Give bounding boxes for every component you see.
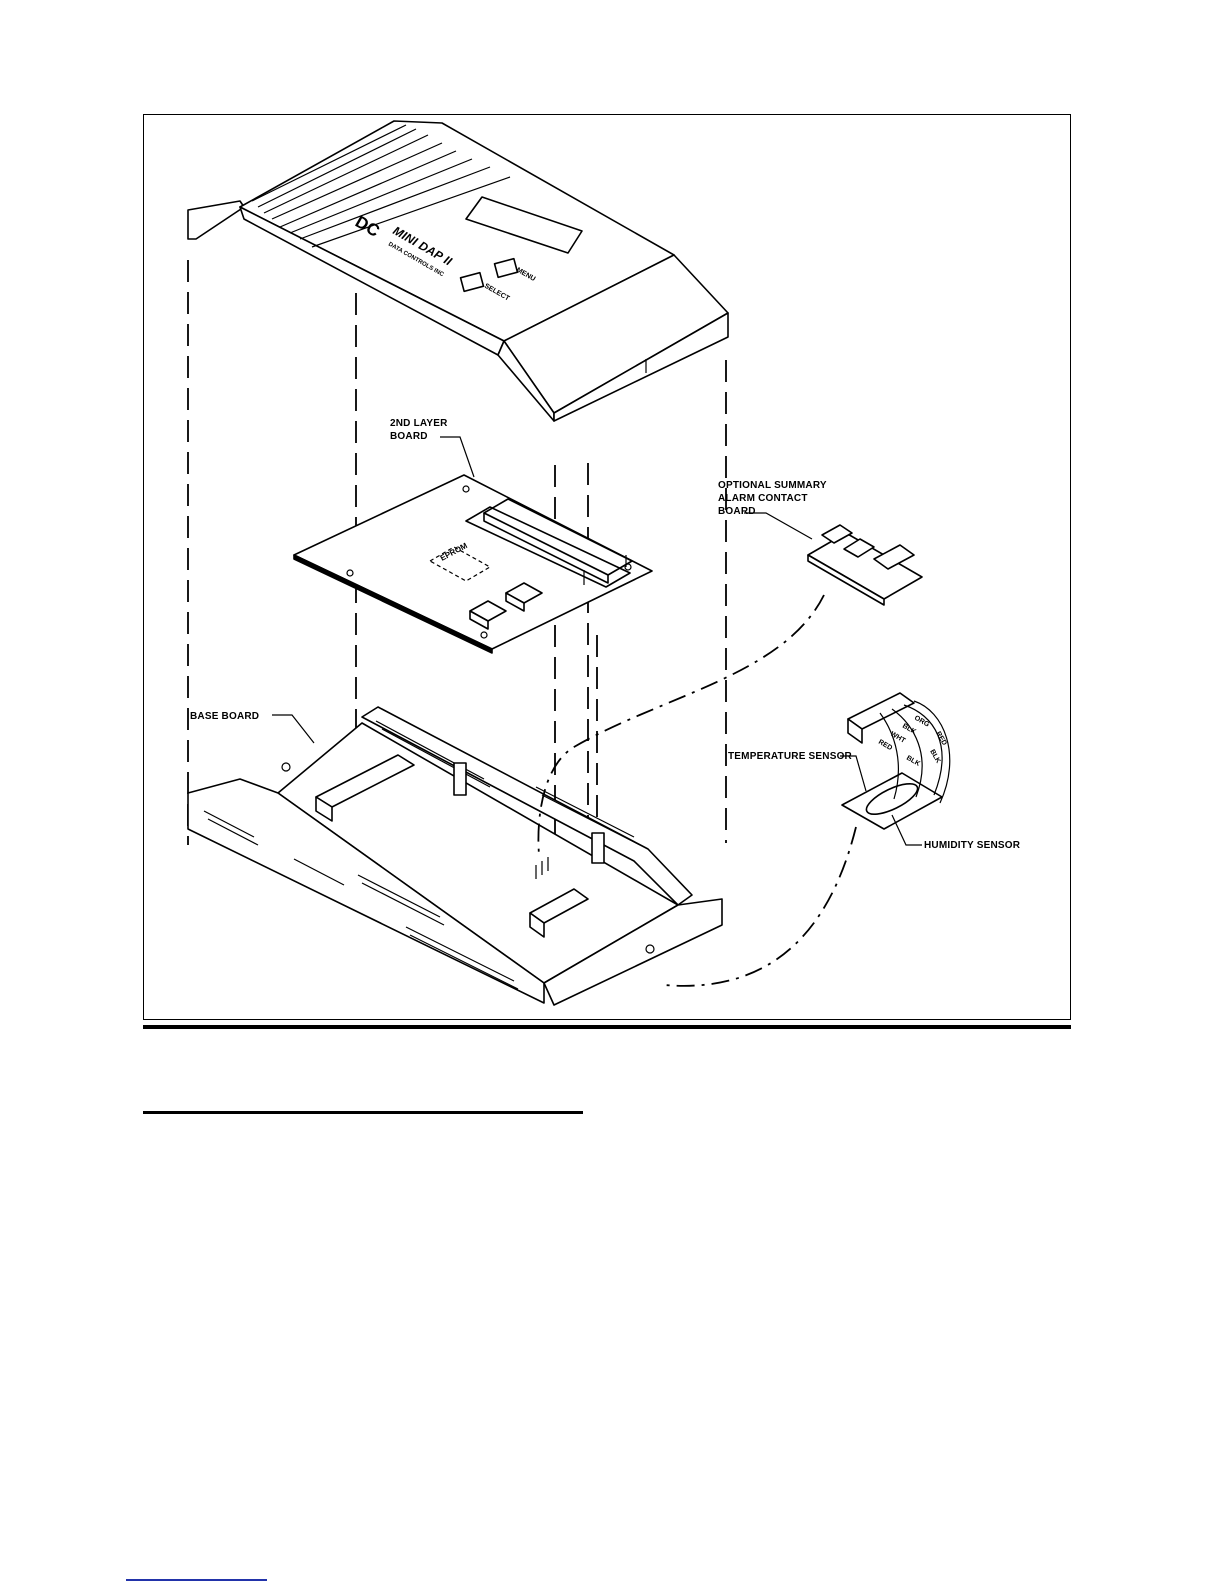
base-board-label: BASE BOARD [190, 711, 259, 722]
wire-color-tags: ORG BLK WHT RED BLK RED BLK [877, 715, 948, 768]
second-layer-board-label: 2ND LAYER [390, 418, 448, 429]
humidity-sensor-label: HUMIDITY SENSOR [924, 840, 1021, 851]
wire-tag: WHT [889, 731, 907, 745]
base-chassis [188, 707, 722, 1005]
exploded-assembly-diagram: DC MINI DAP II DATA CONTROLS INC MENU SE… [144, 115, 1072, 1021]
wire-tag: RED [877, 739, 893, 752]
figure-bottom-rule [143, 1025, 1071, 1029]
diagram-frame: DC MINI DAP II DATA CONTROLS INC MENU SE… [143, 114, 1071, 1020]
footer-rule [126, 1579, 267, 1581]
wire-tag: BLK [905, 755, 921, 768]
section-rule [143, 1111, 583, 1114]
wire-tag: BLK [901, 723, 917, 736]
optional-board-label-2: ALARM CONTACT [718, 493, 808, 504]
optional-alarm-board [808, 525, 922, 605]
top-cover: DC MINI DAP II DATA CONTROLS INC MENU SE… [188, 121, 728, 421]
optional-board-label: OPTIONAL SUMMARY [718, 480, 827, 491]
wire-tag: RED [934, 731, 947, 747]
wire-tag: BLK [928, 749, 941, 765]
second-layer-board-label-2: BOARD [390, 431, 428, 442]
temperature-sensor-label: TEMPERATURE SENSOR [728, 751, 853, 762]
optional-board-label-3: BOARD [718, 506, 756, 517]
second-layer-board: EPROM [294, 475, 652, 653]
wire-tag: ORG [913, 715, 931, 729]
